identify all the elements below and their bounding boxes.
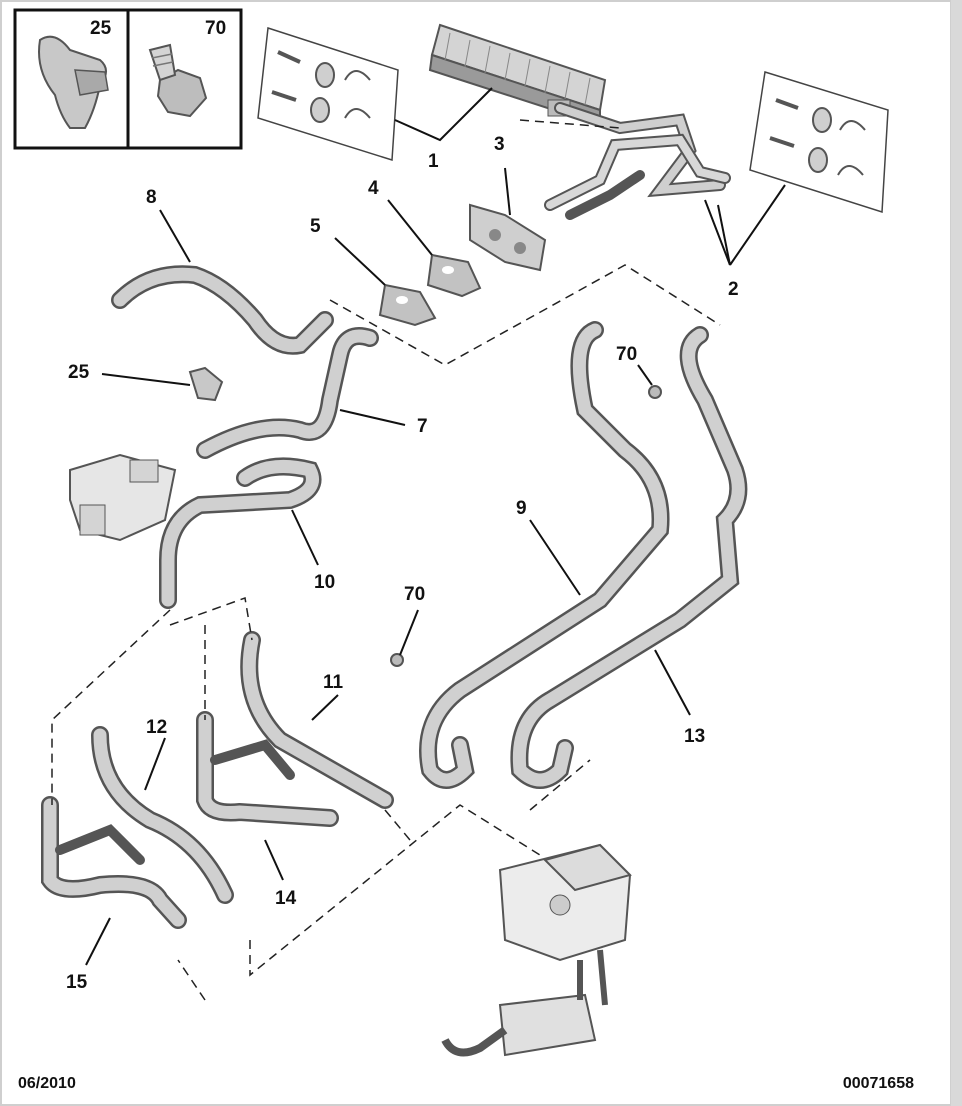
- seal-kit-1: [257, 27, 399, 162]
- callout-10: 10: [314, 572, 335, 593]
- callout-5: 5: [310, 216, 321, 237]
- heater-pipes-2: [544, 102, 731, 220]
- footer-reference-number: 00071658: [842, 1075, 914, 1092]
- hose-12: [91, 726, 234, 904]
- hose-13: [510, 326, 748, 789]
- seal-kit-2: [749, 71, 889, 214]
- dashed-guides: [51, 119, 721, 1001]
- hose-11: [240, 631, 394, 809]
- callout-7: 7: [417, 416, 428, 437]
- hose-9: [419, 321, 670, 789]
- auxiliary-heater: [441, 843, 632, 1057]
- clip-25-icon: [38, 35, 109, 129]
- callout-14: 14: [275, 888, 297, 909]
- callout-9: 9: [516, 498, 527, 519]
- callouts: 1 2 3 4 5 7 8 9 10 11 12 13 14 15 25 70 …: [66, 18, 739, 993]
- callout-4: 4: [368, 178, 379, 199]
- callout-3: 3: [494, 134, 505, 155]
- callout-8: 8: [146, 187, 157, 208]
- hose-14: [196, 711, 339, 827]
- gasket-4: [426, 253, 482, 298]
- callout-15: 15: [66, 972, 88, 993]
- valve-housing: [69, 453, 177, 542]
- inset-box: [13, 8, 243, 150]
- fastener-70-mid: [390, 653, 404, 667]
- leader-lines: [85, 87, 786, 966]
- inset-label-70: 70: [205, 18, 226, 39]
- callout-70-mid: 70: [404, 584, 425, 605]
- hose-7: [196, 327, 379, 459]
- callout-25: 25: [68, 362, 90, 383]
- callout-2: 2: [728, 279, 739, 300]
- callout-13: 13: [684, 726, 705, 747]
- hose-10: [159, 457, 322, 609]
- clip-25: [188, 366, 224, 402]
- hose-8: [111, 265, 334, 355]
- callout-70-top: 70: [616, 344, 637, 365]
- callout-12: 12: [146, 717, 167, 738]
- callout-11: 11: [323, 672, 344, 693]
- callout-1: 1: [428, 151, 439, 172]
- hose-15: [41, 796, 187, 929]
- fastener-70-top: [648, 385, 662, 399]
- flange-3: [469, 203, 547, 272]
- gasket-5: [378, 283, 437, 327]
- footer-date: 06/2010: [18, 1075, 76, 1092]
- bolt-70-icon: [148, 43, 208, 118]
- inset-label-25: 25: [90, 18, 112, 39]
